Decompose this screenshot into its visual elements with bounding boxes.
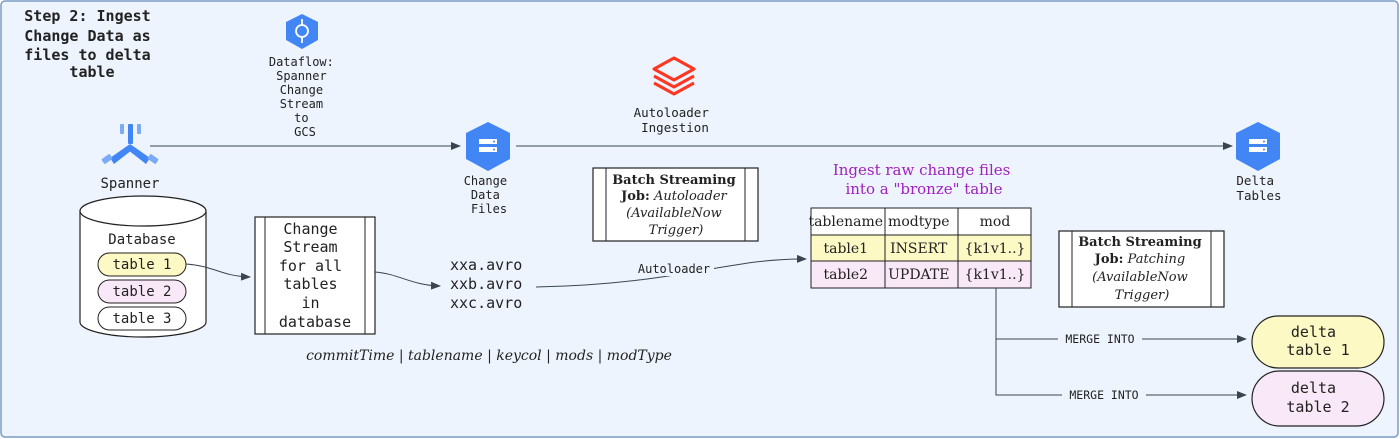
bronze-table (810, 207, 1032, 289)
delta-table-2-label: delta table 2 (1286, 379, 1349, 416)
delta-tables-label: Delta Tables (1236, 173, 1281, 203)
merge-label-2: MERGE INTO (1069, 388, 1138, 402)
db-table-3 (97, 306, 187, 331)
gcs-bucket-icon (466, 122, 510, 171)
change-stream-box (254, 216, 376, 335)
change-stream-label: Change Stream for all tables in database (279, 220, 351, 331)
batch-job-autoloader (592, 167, 759, 242)
bronze-table-header: tablename modtype mod (808, 214, 1010, 230)
databricks-icon (652, 56, 696, 96)
dataflow-label: Dataflow: Spanner Change Stream to GCS (269, 55, 341, 139)
step-title: Step 2: Ingest Change Data as files to d… (24, 7, 159, 81)
db-table-1-label: table 1 (112, 257, 171, 273)
avro-files: xxa.avro xxb.avro xxc.avro (450, 256, 531, 312)
batch-job-2-text: Batch Streaming Job: Patching (Available… (1078, 235, 1206, 303)
change-data-files-label: Change Data Files (464, 174, 515, 216)
autoloader-ingestion-label: Autoloader Ingestion (634, 105, 717, 135)
db-table-3-label: table 3 (112, 311, 171, 327)
batch-job-patching (1058, 230, 1225, 308)
delta-table-1-label: delta table 1 (1286, 323, 1349, 359)
spanner-icon (101, 124, 159, 164)
delta-table-2 (1251, 370, 1385, 427)
delta-tables-bucket-icon (1236, 122, 1280, 171)
bronze-table-row: table2 UPDATE {k1v1..} (823, 267, 1025, 283)
spanner-label: Spanner (100, 176, 159, 192)
delta-table-1 (1251, 315, 1385, 369)
database-title: Database (108, 232, 175, 248)
edge-db-to-stream (185, 263, 251, 281)
db-table-2-label: table 2 (112, 284, 171, 300)
autoloader-edge-label: Autoloader (638, 262, 710, 276)
edge-stream-to-avro (374, 271, 441, 290)
bronze-table-row: table1 INSERT {k1v1..} (823, 241, 1025, 257)
db-table-2 (97, 279, 187, 304)
dataflow-icon (286, 14, 318, 49)
schema-caption: commitTime | tablename | keycol | mods |… (306, 348, 672, 364)
edge-bronze-to-delta-2 (995, 339, 1247, 399)
bronze-caption: Ingest raw change files into a "bronze" … (833, 161, 1015, 198)
merge-label-1: MERGE INTO (1065, 332, 1134, 346)
batch-job-1-text: Batch Streaming Job: Autoloader (Availab… (612, 173, 740, 238)
